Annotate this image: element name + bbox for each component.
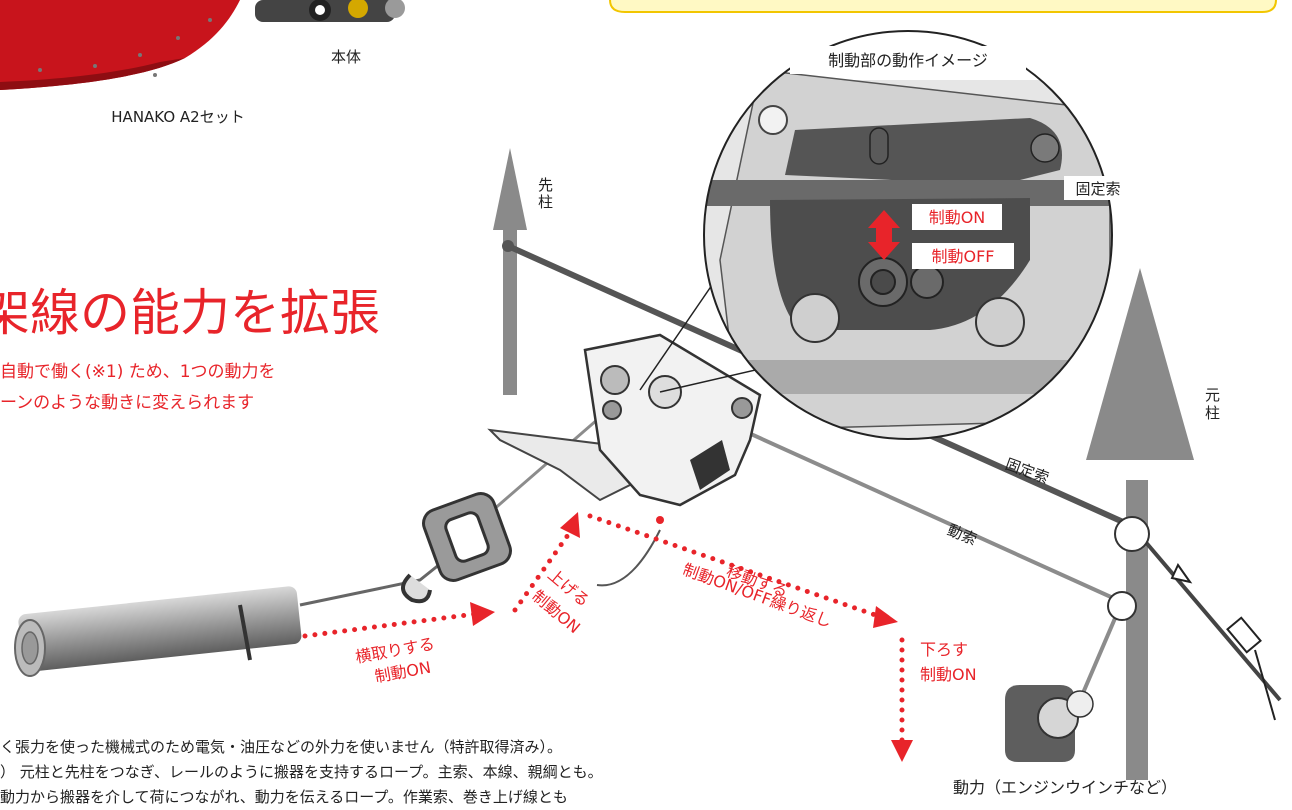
headline-title: 架線の能力を拡張	[0, 284, 380, 342]
front-anchor-point	[502, 240, 514, 252]
carriage-machine	[487, 333, 762, 587]
inset-brake-detail: 制動ON 制動OFF 固定索 制動部の動作イメージ	[703, 30, 1134, 440]
inset-brake-on-label: 制動ON	[929, 208, 986, 227]
pulley-lower	[1107, 591, 1137, 621]
fixed-rope-tail	[1130, 524, 1282, 702]
power-winch	[1005, 685, 1094, 762]
front-pole-tree	[493, 148, 527, 395]
inset-title: 制動部の動作イメージ	[828, 51, 988, 70]
front-pole-label-2: 柱	[538, 193, 553, 211]
note-line-2: ） 元柱と先柱をつなぎ、レールのように搬器を支持するロープ。主索、本線、親綱とも…	[0, 763, 603, 781]
arrow-side-pull	[470, 602, 495, 626]
arrow-raise	[560, 512, 580, 538]
inset-upper-pad	[785, 118, 1062, 185]
inset-brake-on-box	[912, 204, 1002, 230]
hook-block	[401, 492, 512, 604]
base-pole-tree	[1086, 268, 1194, 780]
rope-tensioner	[1170, 563, 1276, 721]
step-lower-label: 下ろす	[920, 640, 968, 659]
product-photo: 本体 HANAKO A2セット	[0, 0, 405, 126]
product-body-label: 本体	[331, 48, 361, 66]
inset-brake-off-box	[912, 243, 1014, 269]
log-load	[14, 586, 302, 677]
note-line-1: く張力を使った機械式のため電気・油圧などの外力を使いません（特許取得済み）。	[0, 738, 562, 756]
base-pole-label-2: 柱	[1205, 404, 1220, 422]
inset-fixed-rope-box	[1064, 176, 1134, 200]
fixed-rope-label: 固定索	[1003, 455, 1051, 487]
base-pole-label-1: 元	[1205, 386, 1220, 404]
inset-brake-arrow	[868, 210, 900, 260]
movement-path	[302, 513, 905, 745]
inset-title-box	[790, 46, 1026, 74]
front-pole-label-1: 先	[538, 176, 553, 194]
inset-brake-off-label: 制動OFF	[931, 247, 994, 266]
arrow-lower	[891, 740, 913, 762]
moving-rope-line	[719, 418, 1123, 604]
inset-fixed-rope-label: 固定索	[1075, 180, 1120, 198]
headline-lead-line2: ーンのような動きに変えられます	[0, 393, 254, 413]
product-set-label: HANAKO A2セット	[111, 108, 244, 126]
moving-rope-label: 動索	[945, 521, 980, 549]
pulley-upper	[1114, 516, 1150, 552]
headline-lead-line1: 自動で働く(※1) ため、1つの動力を	[0, 362, 276, 382]
note-line-3: 動力から搬器を介して荷につながれ、動力を伝えるロープ。作業索、巻き上げ線とも	[0, 788, 568, 806]
power-label: 動力（エンジンウインチなど）	[953, 778, 1177, 797]
arrow-move	[873, 606, 898, 628]
top-callout-box	[609, 0, 1277, 13]
step-lower-state: 制動ON	[920, 665, 977, 684]
inset-connector-left	[639, 284, 713, 391]
